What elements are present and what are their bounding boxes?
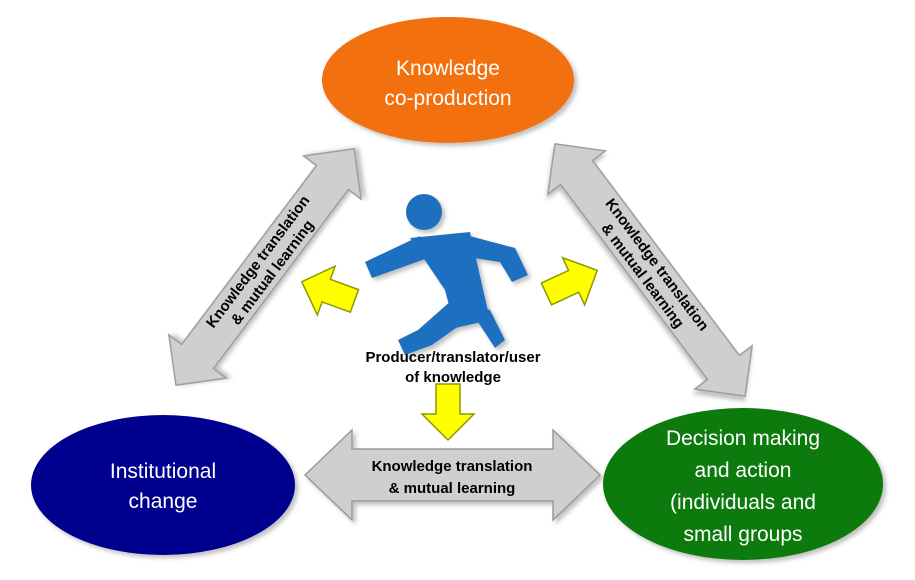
node-top-ellipse [322, 17, 574, 143]
double-arrow-bottom-shape [303, 428, 602, 522]
node-left-line-1: Institutional [110, 460, 216, 483]
double-arrow-left-shape [167, 147, 363, 387]
person-front-leg [452, 300, 505, 348]
arrow-bottom: Knowledge translation & mutual learning [303, 428, 602, 522]
node-right-line-4: small groups [683, 523, 802, 546]
node-top-line-2: co-production [384, 87, 511, 110]
person-label-2: of knowledge [405, 369, 501, 386]
yellow-arrow-left [300, 264, 360, 318]
node-left-line-2: change [129, 490, 198, 513]
person-head [406, 194, 442, 230]
node-right-line-2: and action [695, 459, 792, 482]
arrow-top-right: Knowledge translation & mutual learning [546, 142, 754, 398]
node-top-line-1: Knowledge [396, 57, 500, 80]
node-right-line-1: Decision making [666, 427, 820, 450]
person-label-1: Producer/translator/user [365, 349, 540, 366]
walking-person-icon [365, 194, 528, 355]
arrow-bottom-label-2: & mutual learning [389, 480, 516, 497]
double-arrow-right-shape [546, 142, 754, 398]
person-back-leg [398, 300, 470, 355]
yellow-arrow-down-icon [420, 383, 476, 442]
yellow-arrow-right-icon [540, 256, 599, 307]
node-right-ellipse [603, 408, 883, 560]
node-knowledge-coproduction: Knowledge co-production [322, 17, 574, 143]
node-decision-making: Decision making and action (individuals … [603, 408, 883, 560]
person-left-arm [365, 236, 428, 278]
arrow-top-left: Knowledge translation & mutual learning [167, 147, 363, 387]
yellow-arrow-left-icon [300, 264, 360, 318]
yellow-arrow-right [540, 256, 599, 307]
node-right-line-3: (individuals and [670, 491, 816, 514]
node-institutional-change: Institutional change [31, 415, 295, 555]
yellow-arrow-down [420, 383, 476, 442]
node-left-ellipse [31, 415, 295, 555]
arrow-bottom-label-1: Knowledge translation [372, 458, 533, 475]
person-right-arm [460, 234, 528, 282]
